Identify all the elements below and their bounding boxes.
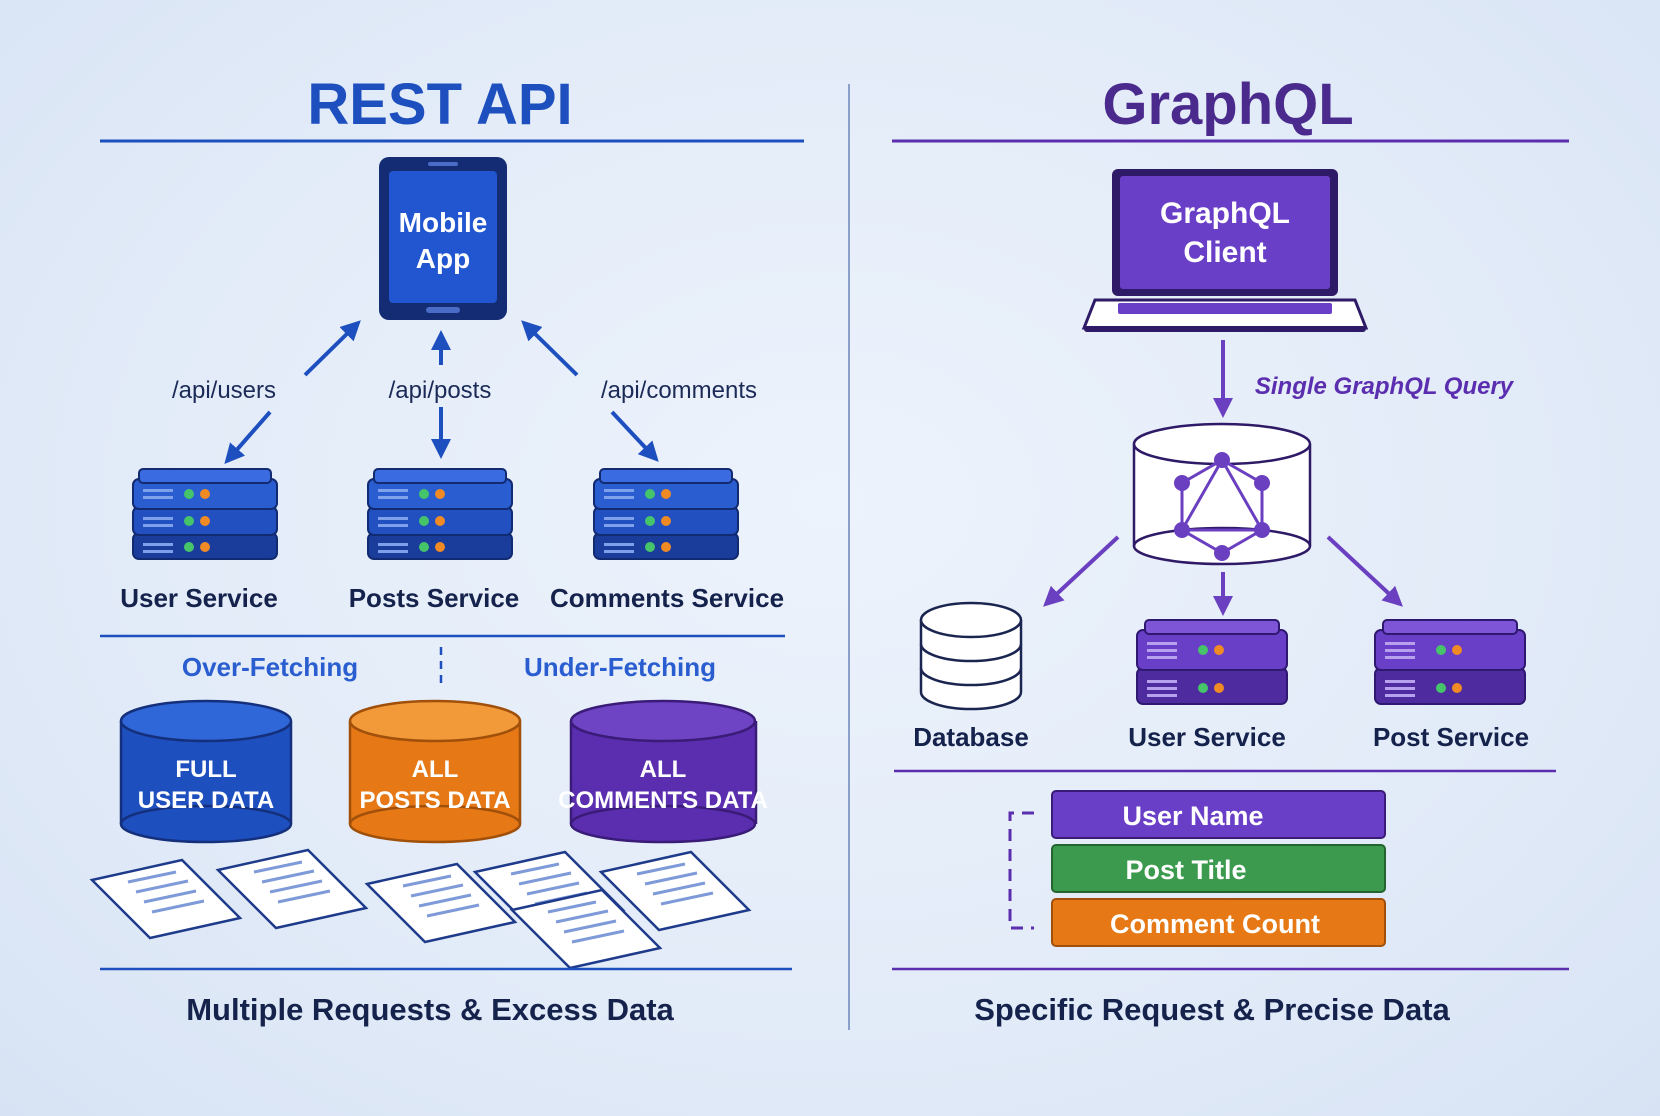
server-icon xyxy=(367,468,513,560)
document-icon xyxy=(216,848,368,930)
graphql-client-label-line1: GraphQL xyxy=(1160,197,1290,230)
field-bracket xyxy=(1008,811,1034,930)
server-icon xyxy=(132,468,278,560)
field-comment-count: Comment Count xyxy=(1110,909,1320,939)
all-posts-data-line2: POSTS DATA xyxy=(359,787,510,814)
all-posts-data-line1: ALL xyxy=(412,756,459,783)
all-posts-data-cylinder: ALL POSTS DATA xyxy=(348,699,522,844)
laptop-icon: GraphQL Client xyxy=(1081,169,1369,332)
mobile-app-label-line2: App xyxy=(416,243,470,274)
database-label: Database xyxy=(913,722,1029,752)
response-fields: User Name Post Title Comment Count xyxy=(1051,790,1386,947)
graphql-logo-icon xyxy=(1174,452,1270,561)
graphql-client-label-line2: Client xyxy=(1183,236,1266,269)
endpoint-comments: /api/comments xyxy=(601,377,757,404)
document-icon xyxy=(90,858,242,940)
over-fetching-label: Over-Fetching xyxy=(182,652,358,682)
arrow-icon xyxy=(303,320,361,377)
server-icon xyxy=(1136,619,1288,705)
server-icon xyxy=(593,468,739,560)
rest-title: REST API xyxy=(307,72,572,137)
user-service-label: User Service xyxy=(120,583,278,613)
full-user-data-line1: FULL xyxy=(175,756,236,783)
full-user-data-cylinder: FULL USER DATA xyxy=(119,699,293,844)
arrow-icon xyxy=(1326,535,1403,607)
gql-post-service-label: Post Service xyxy=(1373,722,1529,752)
server-icon xyxy=(1374,619,1526,705)
endpoint-posts: /api/posts xyxy=(389,377,492,404)
all-comments-data-line1: ALL xyxy=(640,756,687,783)
posts-service-label: Posts Service xyxy=(349,583,520,613)
all-comments-data-cylinder: ALL COMMENTS DATA xyxy=(558,699,768,844)
under-fetching-label: Under-Fetching xyxy=(524,652,716,682)
field-post-title: Post Title xyxy=(1125,855,1246,885)
comments-service-label: Comments Service xyxy=(550,583,784,613)
single-query-label: Single GraphQL Query xyxy=(1255,373,1515,400)
phone-icon: Mobile App xyxy=(379,157,507,320)
endpoint-users: /api/users xyxy=(172,377,276,404)
arrow-icon xyxy=(610,410,659,462)
arrow-icon xyxy=(521,320,579,377)
full-user-data-line2: USER DATA xyxy=(138,787,274,814)
rest-arrows xyxy=(224,320,659,465)
arrow-icon xyxy=(1043,535,1120,607)
mobile-app-label-line1: Mobile xyxy=(399,207,488,238)
rest-footer: Multiple Requests & Excess Data xyxy=(186,992,674,1027)
arrow-icon xyxy=(224,410,272,465)
gql-user-service-label: User Service xyxy=(1128,722,1286,752)
graphql-footer: Specific Request & Precise Data xyxy=(974,992,1450,1027)
graphql-server xyxy=(1132,422,1312,566)
database-icon xyxy=(919,601,1023,711)
all-comments-data-line2: COMMENTS DATA xyxy=(558,787,768,814)
field-user-name: User Name xyxy=(1122,801,1263,831)
graphql-title: GraphQL xyxy=(1102,72,1353,137)
